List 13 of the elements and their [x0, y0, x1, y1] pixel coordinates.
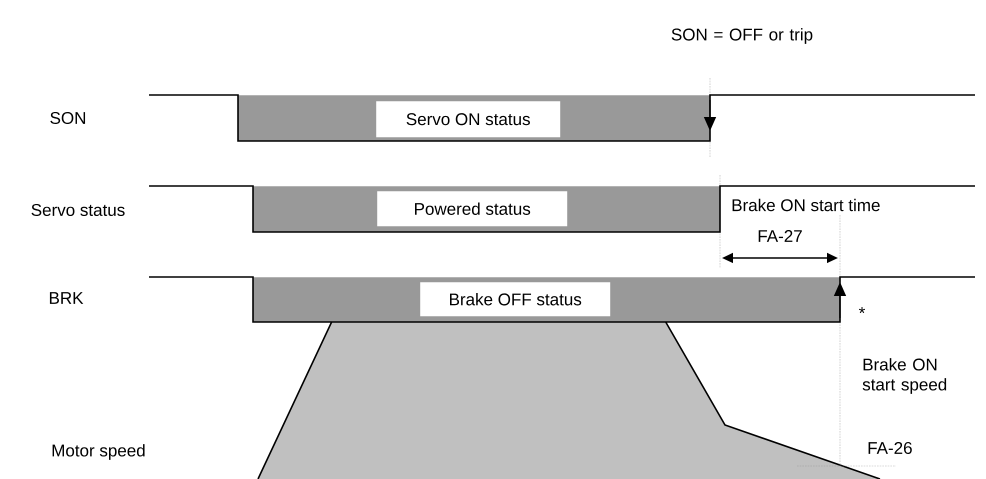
status-box: Brake OFF status — [420, 282, 610, 316]
label: * — [858, 307, 866, 314]
status-box: Servo ON status — [376, 101, 560, 138]
label: FA-27 — [758, 230, 802, 242]
label: BRK — [50, 292, 84, 304]
label: SON = OFF or trip — [672, 28, 812, 44]
label: Brake ON start speed — [862, 358, 946, 394]
label: Servo status — [32, 204, 125, 216]
label: FA-26 — [868, 442, 912, 454]
status-box: Powered status — [377, 191, 568, 226]
label: SON — [50, 112, 86, 124]
label: Motor speed — [52, 444, 145, 460]
label: Brake ON start time — [732, 198, 880, 212]
